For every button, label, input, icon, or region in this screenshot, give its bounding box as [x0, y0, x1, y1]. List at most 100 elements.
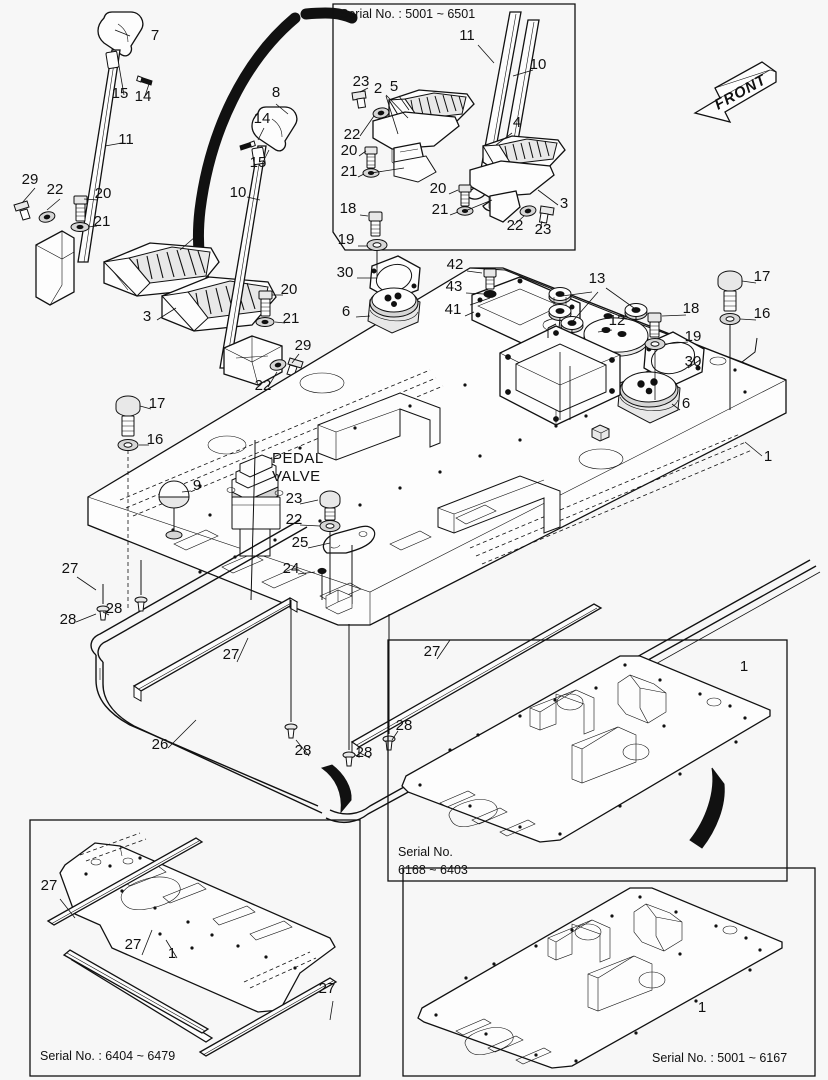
callout-number: 9: [193, 477, 201, 494]
callout-number: 17: [754, 268, 771, 285]
callout-number: 1: [698, 999, 706, 1016]
callout-number: 16: [754, 305, 771, 322]
callout-number: 23: [286, 490, 303, 507]
callout-number: 28: [396, 717, 413, 734]
leader-lines-main-right: [355, 214, 763, 457]
callout-number: 5: [390, 78, 398, 95]
inset-bottom-left-box: [29, 819, 361, 1077]
callout-number: 29: [295, 337, 312, 354]
pedal-valve-label-line2: VALVE: [272, 468, 321, 485]
callouts-inset-bottom-mid: 1: [740, 658, 748, 675]
callout-number: 29: [22, 171, 39, 188]
leader-lines-main-left: [75, 405, 451, 759]
callout-number: 20: [430, 180, 447, 197]
callout-number: 11: [459, 27, 475, 44]
plate-channel-2: [437, 475, 561, 534]
valve-6-left: [367, 287, 421, 334]
inset-bottom-right-serial-label: Serial No. : 5001 ~ 6167: [652, 1051, 787, 1065]
callout-number: 3: [560, 195, 568, 212]
callout-number: 12: [609, 312, 626, 329]
callout-number: 18: [340, 200, 357, 217]
fastener-42-43: [483, 268, 497, 298]
callout-number: 27: [125, 936, 142, 953]
callout-number: 28: [60, 611, 77, 628]
callout-number: 23: [353, 73, 370, 90]
fastener-29-22-left: [13, 200, 56, 223]
callout-number: 10: [230, 184, 247, 201]
callout-number: 42: [447, 256, 464, 273]
callouts-inset-bottom-right: 1: [698, 999, 706, 1016]
inset-bottom-left-serial-label: Serial No. : 6404 ~ 6479: [40, 1049, 175, 1063]
gasket-30-left: [369, 255, 421, 301]
callout-number: 41: [445, 301, 462, 318]
knob-9: [158, 480, 190, 540]
callout-number: 43: [446, 278, 463, 295]
callout-number: 1: [168, 945, 176, 962]
callout-number: 27: [424, 643, 441, 660]
callout-number: 1: [740, 658, 748, 675]
callout-number: 26: [152, 736, 169, 753]
callout-number: 8: [272, 84, 280, 101]
inset-bottom-mid-serial-label-2: 6168 ~ 6403: [398, 863, 468, 877]
inset-top-serial-label: Serial No. : 5001 ~ 6501: [340, 7, 475, 21]
callout-number: 23: [535, 221, 552, 238]
rail-27-left: [132, 597, 299, 702]
lever-assembly-left: [13, 11, 304, 388]
fastener-23-22-25-24: [317, 490, 376, 604]
callout-number: 18: [683, 300, 700, 317]
callout-number: 4: [513, 114, 521, 131]
fastener-17-16-left: [115, 395, 141, 610]
inset-bottom-right-box: [402, 867, 816, 1077]
inset-bottom-mid-serial-label-1: Serial No.: [398, 845, 453, 859]
callout-number: 22: [255, 377, 272, 394]
screw-14-left: [136, 75, 153, 86]
inset-top-box: [332, 3, 576, 251]
callout-number: 30: [685, 353, 702, 370]
callout-number: 19: [338, 231, 355, 248]
callout-number: 28: [356, 744, 373, 761]
callout-number: 17: [149, 395, 166, 412]
callout-number: 20: [341, 142, 358, 159]
callout-number: 21: [432, 201, 449, 218]
callout-number: 15: [250, 154, 267, 171]
plate-channel-1: [317, 392, 441, 461]
inset-bottom-mid-box: [387, 639, 788, 882]
callout-number: 2: [194, 220, 202, 237]
fastener-17-16-right: [717, 270, 743, 410]
screws-28: [96, 560, 396, 767]
callout-number: 10: [530, 56, 547, 73]
callout-number: 14: [254, 110, 271, 127]
hex-nut-plate: [591, 424, 610, 442]
callout-number: 27: [223, 646, 240, 663]
front-arrow-marker: [693, 61, 777, 123]
callout-number: 11: [118, 131, 134, 148]
callout-number: 15: [112, 85, 129, 102]
screw-14-right: [239, 140, 256, 151]
callouts-inset-bottom-left: 27 27 1 27: [41, 877, 336, 997]
callout-number: 2: [374, 80, 382, 97]
fastener-20-21-left: [70, 195, 90, 232]
callout-number: 21: [94, 213, 111, 230]
callout-number: 19: [685, 328, 702, 345]
front-marker-label: FRONT: [712, 71, 771, 114]
callout-number: 3: [143, 308, 151, 325]
callout-number: 27: [41, 877, 58, 894]
callout-number: 30: [337, 264, 354, 281]
callout-number: 21: [341, 163, 358, 180]
callout-number: 20: [281, 281, 298, 298]
callout-number: 22: [47, 181, 64, 198]
callout-number: 14: [135, 88, 152, 105]
callout-number: 1: [764, 448, 772, 465]
inset-fasteners: [351, 90, 555, 224]
callout-number: 27: [319, 980, 336, 997]
callout-number: 28: [106, 600, 123, 617]
valve-6-right: [617, 370, 681, 424]
callout-number: 21: [283, 310, 300, 327]
callout-number: 16: [147, 431, 164, 448]
callout-number: 22: [286, 511, 303, 528]
